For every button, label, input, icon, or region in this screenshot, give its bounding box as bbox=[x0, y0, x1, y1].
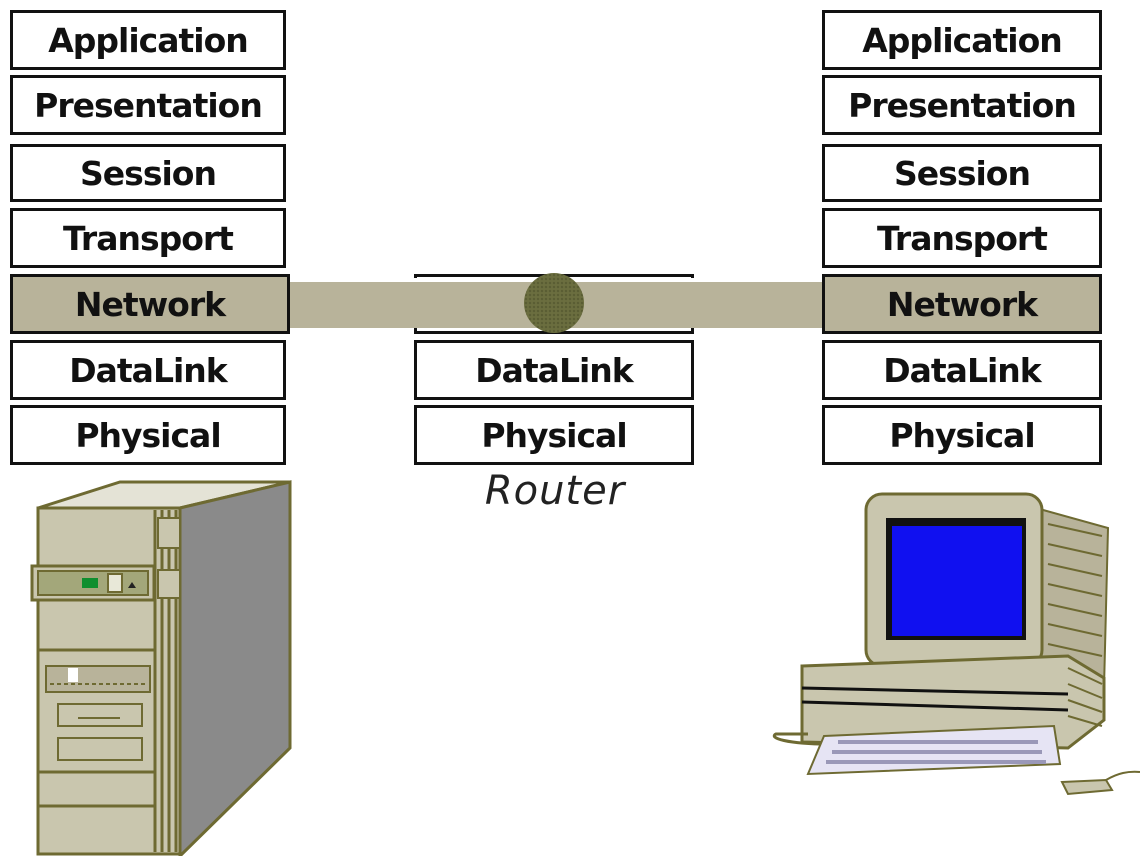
left-layer-application: Application bbox=[10, 10, 286, 70]
right-layer-session: Session bbox=[822, 144, 1102, 202]
router-label: Router bbox=[484, 468, 626, 514]
router-layer-physical: Physical bbox=[414, 405, 694, 465]
right-layer-transport: Transport bbox=[822, 208, 1102, 268]
right-layer-application: Application bbox=[822, 10, 1102, 70]
left-layer-physical: Physical bbox=[10, 405, 286, 465]
left-layer-network: Network bbox=[10, 274, 290, 334]
left-layer-session: Session bbox=[10, 144, 286, 202]
router-node-icon bbox=[524, 273, 584, 333]
left-layer-transport: Transport bbox=[10, 208, 286, 268]
right-layer-physical: Physical bbox=[822, 405, 1102, 465]
left-layer-presentation: Presentation bbox=[10, 75, 286, 135]
server-tower-icon bbox=[30, 480, 292, 856]
right-layer-presentation: Presentation bbox=[822, 75, 1102, 135]
left-layer-datalink: DataLink bbox=[10, 340, 286, 400]
router-layer-datalink: DataLink bbox=[414, 340, 694, 400]
desktop-computer-icon bbox=[772, 492, 1140, 796]
right-layer-network: Network bbox=[822, 274, 1102, 334]
right-layer-datalink: DataLink bbox=[822, 340, 1102, 400]
